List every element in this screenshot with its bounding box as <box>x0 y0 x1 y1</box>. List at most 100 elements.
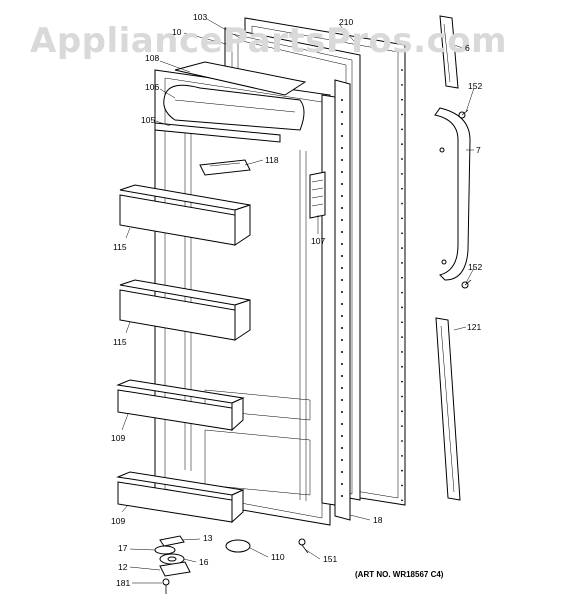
strip-hole <box>341 411 343 413</box>
panel-hole <box>401 187 403 190</box>
handle-cap <box>439 15 459 89</box>
strip-hole <box>341 111 343 113</box>
callout-18: 18 <box>373 515 383 525</box>
panel-hole <box>401 410 403 413</box>
callout-103: 103 <box>193 12 207 22</box>
panel-hole <box>401 172 403 175</box>
strip-hole <box>341 99 343 101</box>
strip-dots <box>341 69 403 502</box>
callout-109-upper: 109 <box>111 433 125 443</box>
strip-hole <box>341 459 343 461</box>
door-shelf-115-upper <box>119 184 251 246</box>
hinge-cover-110 <box>225 539 251 553</box>
strip-hole <box>341 315 343 317</box>
strip-hole <box>341 291 343 293</box>
panel-hole <box>401 425 403 428</box>
callout-105: 105 <box>141 115 155 125</box>
vent-grille <box>309 171 326 219</box>
panel-hole <box>401 484 403 487</box>
callout-7: 7 <box>476 145 481 155</box>
strip-hole <box>341 231 343 233</box>
strip-hole <box>341 387 343 389</box>
strip-hole <box>341 183 343 185</box>
callout-121: 121 <box>467 322 481 332</box>
strip-hole <box>341 435 343 437</box>
strip-hole <box>341 123 343 125</box>
panel-hole <box>401 291 403 294</box>
panel-hole <box>401 232 403 235</box>
strip-hole <box>341 147 343 149</box>
panel-hole <box>401 454 403 457</box>
panel-hole <box>401 321 403 324</box>
callout-152-upper: 152 <box>468 81 482 91</box>
butter-tray-part <box>199 159 251 176</box>
panel-hole <box>401 469 403 472</box>
callout-115-upper: 115 <box>113 242 127 252</box>
hinge-bushing-16 <box>159 553 185 565</box>
strip-hole <box>341 423 343 425</box>
strip-hole <box>341 171 343 173</box>
door-shelf-115-lower <box>119 279 251 341</box>
callout-12: 12 <box>118 562 128 572</box>
callout-181: 181 <box>116 578 130 588</box>
strip-hole <box>341 339 343 341</box>
panel-hole <box>401 336 403 339</box>
callout-16: 16 <box>199 557 209 567</box>
callout-151: 151 <box>323 554 337 564</box>
panel-hole <box>401 380 403 383</box>
panel-hole <box>401 351 403 353</box>
hinge-cam-12 <box>159 561 191 577</box>
panel-hole <box>401 143 403 146</box>
strip-hole <box>341 351 343 353</box>
strip-hole <box>341 483 343 485</box>
hinge-screw-151 <box>298 538 309 554</box>
panel-hole <box>401 98 403 101</box>
hinge-screw-181 <box>162 578 170 594</box>
panel-hole <box>401 247 403 249</box>
leader-lines <box>121 18 475 584</box>
callout-109-lower: 109 <box>111 516 125 526</box>
door-handle <box>434 107 471 281</box>
panel-hole <box>401 276 403 279</box>
door-side-strip <box>321 79 351 521</box>
handle-trim <box>435 317 461 501</box>
hinge-washer-17 <box>154 545 176 555</box>
callout-106: 106 <box>145 82 159 92</box>
callout-152-lower: 152 <box>468 262 482 272</box>
callout-210: 210 <box>339 17 353 27</box>
callout-118: 118 <box>265 155 279 165</box>
strip-hole <box>341 267 343 269</box>
strip-hole <box>341 195 343 197</box>
callout-10: 10 <box>172 27 182 37</box>
strip-hole <box>341 363 343 365</box>
strip-hole <box>341 303 343 305</box>
callout-17: 17 <box>118 543 128 553</box>
panel-hole <box>401 69 403 71</box>
screw-152-upper <box>458 109 469 119</box>
panel-hole <box>401 262 403 264</box>
door-bin-109-lower <box>116 471 245 524</box>
panel-hole <box>401 365 403 368</box>
panel-hole <box>401 128 403 131</box>
callout-108: 108 <box>145 53 159 63</box>
dairy-shelf-bar <box>154 122 281 143</box>
panel-hole <box>401 202 403 205</box>
door-bin-109-upper <box>116 379 245 432</box>
panel-hole <box>401 306 403 309</box>
panel-hole <box>401 499 403 502</box>
strip-hole <box>341 159 343 161</box>
panel-hole <box>401 158 403 160</box>
strip-hole <box>341 135 343 137</box>
panel-hole <box>401 113 403 116</box>
screw-152-lower <box>461 279 472 289</box>
callout-110: 110 <box>271 552 285 562</box>
art-number: (ART NO. WR18567 C4) <box>355 570 444 579</box>
strip-hole <box>341 243 343 245</box>
strip-hole <box>341 279 343 281</box>
panel-hole <box>401 440 403 442</box>
panel-hole <box>401 217 403 220</box>
strip-hole <box>341 399 343 401</box>
dairy-compartment <box>163 61 307 131</box>
strip-hole <box>341 219 343 221</box>
